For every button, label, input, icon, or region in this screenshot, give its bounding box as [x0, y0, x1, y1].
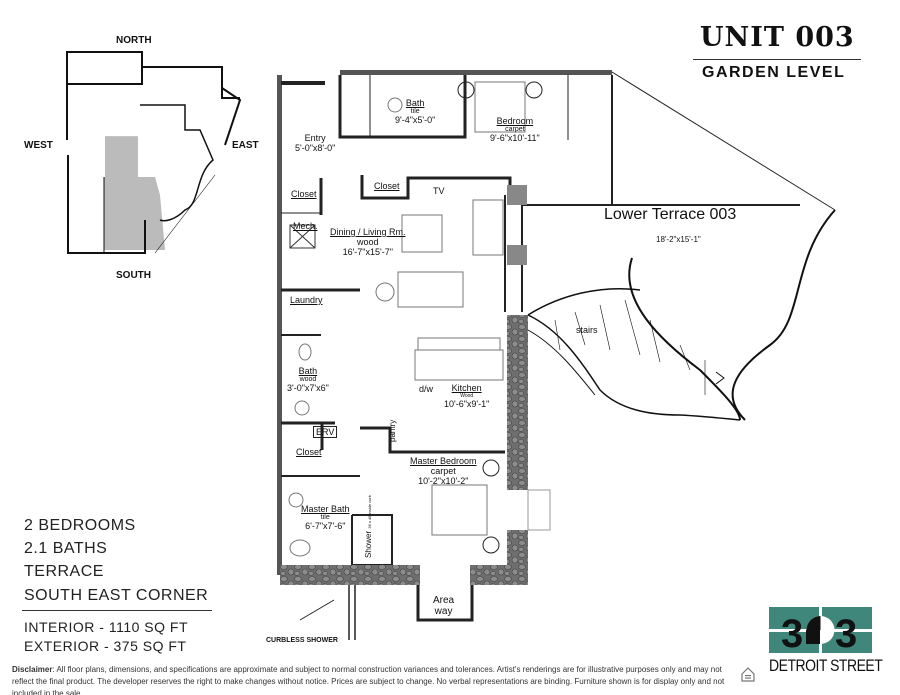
label-shower: Shower 36 x 48 inside curb: [364, 495, 373, 558]
spec-divider: [22, 610, 212, 611]
compass-north: NORTH: [116, 35, 152, 46]
spec-baths: 2.1 BATHS: [24, 540, 108, 557]
compass-east: EAST: [232, 140, 259, 151]
label-closet-hall: Closet: [374, 181, 400, 191]
compass-west: WEST: [24, 140, 53, 151]
terrace-name: Lower Terrace 003: [604, 206, 737, 223]
label-closet-entry: Closet: [291, 189, 317, 199]
terrace-stairs: [527, 209, 836, 421]
title-divider: [693, 59, 861, 60]
equal-housing-icon: [741, 667, 755, 682]
label-erv: ERV: [313, 426, 338, 438]
svg-text:3: 3: [835, 612, 857, 653]
terrace-dims: 18'-2"x15'-1": [656, 235, 701, 244]
spec-interior: INTERIOR - 1110 SQ FT: [24, 619, 189, 635]
key-plan: [66, 51, 242, 254]
level-label: GARDEN LEVEL: [702, 64, 846, 81]
stone-wall-south-right: [470, 565, 528, 585]
label-curbless-shower: CURBLESS SHOWER: [266, 637, 338, 644]
stone-wall-east: [507, 315, 528, 490]
label-pantry: pantry: [388, 419, 397, 442]
label-laundry: Laundry: [290, 295, 323, 305]
furniture: [288, 81, 551, 557]
label-mech: Mech.: [293, 221, 318, 231]
label-dishwasher: d/w: [419, 384, 434, 394]
label-closet-master: Closet: [296, 447, 322, 457]
spec-bedrooms: 2 BEDROOMS: [24, 517, 136, 534]
stone-wall-south: [280, 565, 420, 585]
logo-text: DETROIT STREET: [769, 655, 883, 675]
compass-south: SOUTH: [116, 270, 151, 281]
disclaimer: Disclaimer: All floor plans, dimensions,…: [12, 665, 725, 695]
spec-exterior: EXTERIOR - 375 SQ FT: [24, 638, 187, 654]
label-stairs: stairs: [576, 325, 598, 335]
svg-text:3: 3: [781, 612, 803, 653]
spec-corner: SOUTH EAST CORNER: [24, 587, 209, 604]
logo-mark: 3 3: [769, 607, 872, 653]
unit-title: UNIT 003: [700, 22, 855, 53]
walls: [277, 70, 836, 640]
label-tv: TV: [433, 186, 445, 196]
spec-terrace: TERRACE: [24, 563, 104, 580]
logo: 3 3 DETROIT STREET: [769, 607, 883, 675]
